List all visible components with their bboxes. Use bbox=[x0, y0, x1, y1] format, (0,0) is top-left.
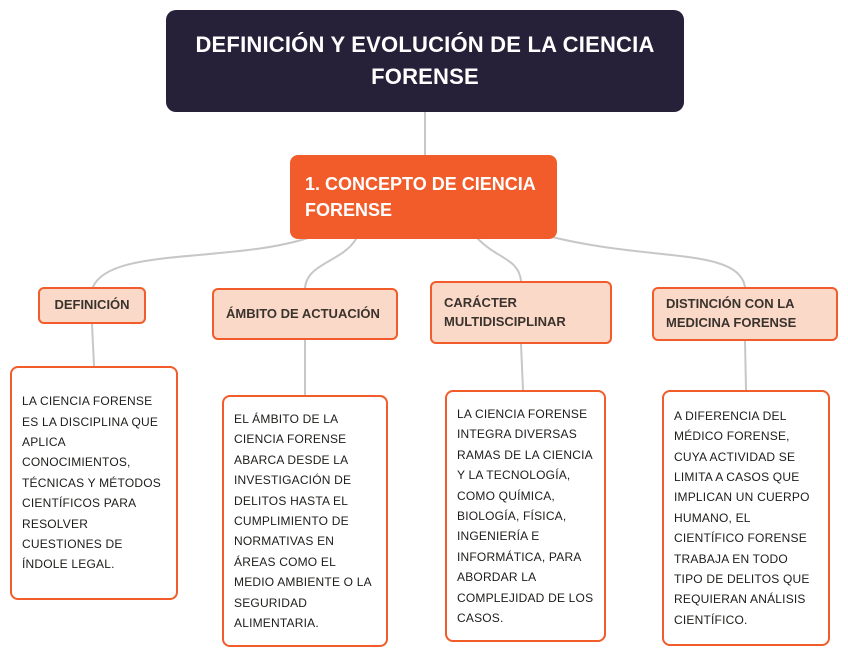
connector-root-to-distincion bbox=[547, 235, 746, 288]
connector-root-to-definicion bbox=[92, 237, 309, 288]
detail-ambito-de-actuacion: EL ÁMBITO DE LA CIENCIA FORENSE ABARCA D… bbox=[222, 395, 388, 648]
branch-ambito-de-actuacion: ÁMBITO DE ACTUACIÓN bbox=[212, 288, 398, 340]
title-node: DEFINICIÓN Y EVOLUCIÓN DE LA CIENCIA FOR… bbox=[166, 10, 684, 112]
branch-definicion: DEFINICIÓN bbox=[38, 287, 146, 324]
detail-definicion-text: LA CIENCIA FORENSE ES LA DISCIPLINA QUE … bbox=[22, 394, 161, 572]
branch-ambito-label: ÁMBITO DE ACTUACIÓN bbox=[226, 305, 380, 321]
branch-definicion-label: DEFINICIÓN bbox=[54, 297, 130, 313]
connector-root-to-caracter bbox=[477, 238, 522, 282]
concept-root-node: 1. CONCEPTO DE CIENCIA FORENSE bbox=[290, 155, 557, 239]
branch-distincion-medicina-forense: DISTINCIÓN CON LA MEDICINA FORENSE bbox=[652, 287, 838, 341]
branch-caracter-label: CARÁCTER MULTIDISCIPLINAR bbox=[444, 294, 566, 329]
detail-distincion-text: A DIFERENCIA DEL MÉDICO FORENSE, CUYA AC… bbox=[674, 408, 810, 627]
branch-caracter-multidisciplinar: CARÁCTER MULTIDISCIPLINAR bbox=[430, 281, 612, 344]
detail-definicion: LA CIENCIA FORENSE ES LA DISCIPLINA QUE … bbox=[10, 366, 178, 600]
detail-distincion-medicina-forense: A DIFERENCIA DEL MÉDICO FORENSE, CUYA AC… bbox=[662, 390, 830, 646]
concept-root-text: 1. CONCEPTO DE CIENCIA FORENSE bbox=[305, 173, 536, 220]
title-text: DEFINICIÓN Y EVOLUCIÓN DE LA CIENCIA FOR… bbox=[195, 32, 655, 89]
connector-caracter-detail bbox=[520, 343, 524, 391]
connector-definicion-detail bbox=[91, 323, 95, 367]
detail-caracter-multidisciplinar: LA CIENCIA FORENSE INTEGRA DIVERSAS RAMA… bbox=[445, 390, 606, 643]
detail-caracter-text: LA CIENCIA FORENSE INTEGRA DIVERSAS RAMA… bbox=[457, 407, 594, 625]
detail-ambito-text: EL ÁMBITO DE LA CIENCIA FORENSE ABARCA D… bbox=[234, 412, 372, 630]
connector-root-to-ambito bbox=[304, 238, 357, 289]
connector-distincion-detail bbox=[744, 340, 747, 391]
branch-distincion-label: DISTINCIÓN CON LA MEDICINA FORENSE bbox=[666, 296, 797, 330]
